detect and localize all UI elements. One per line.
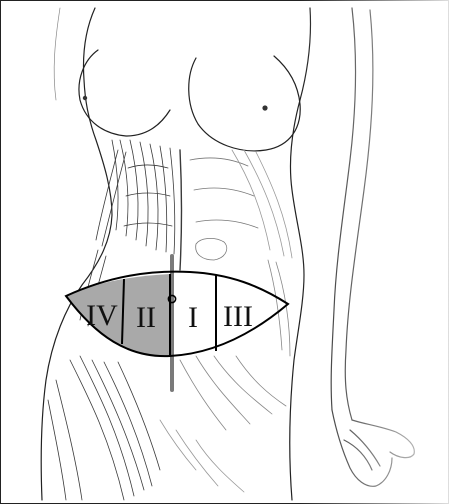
zone-label-iv: IV: [86, 299, 118, 332]
zone-label-ii: II: [136, 301, 156, 334]
zone-label-iii: III: [223, 300, 253, 333]
fade-overlay: [300, 0, 449, 504]
zone-label-i: I: [188, 301, 198, 334]
